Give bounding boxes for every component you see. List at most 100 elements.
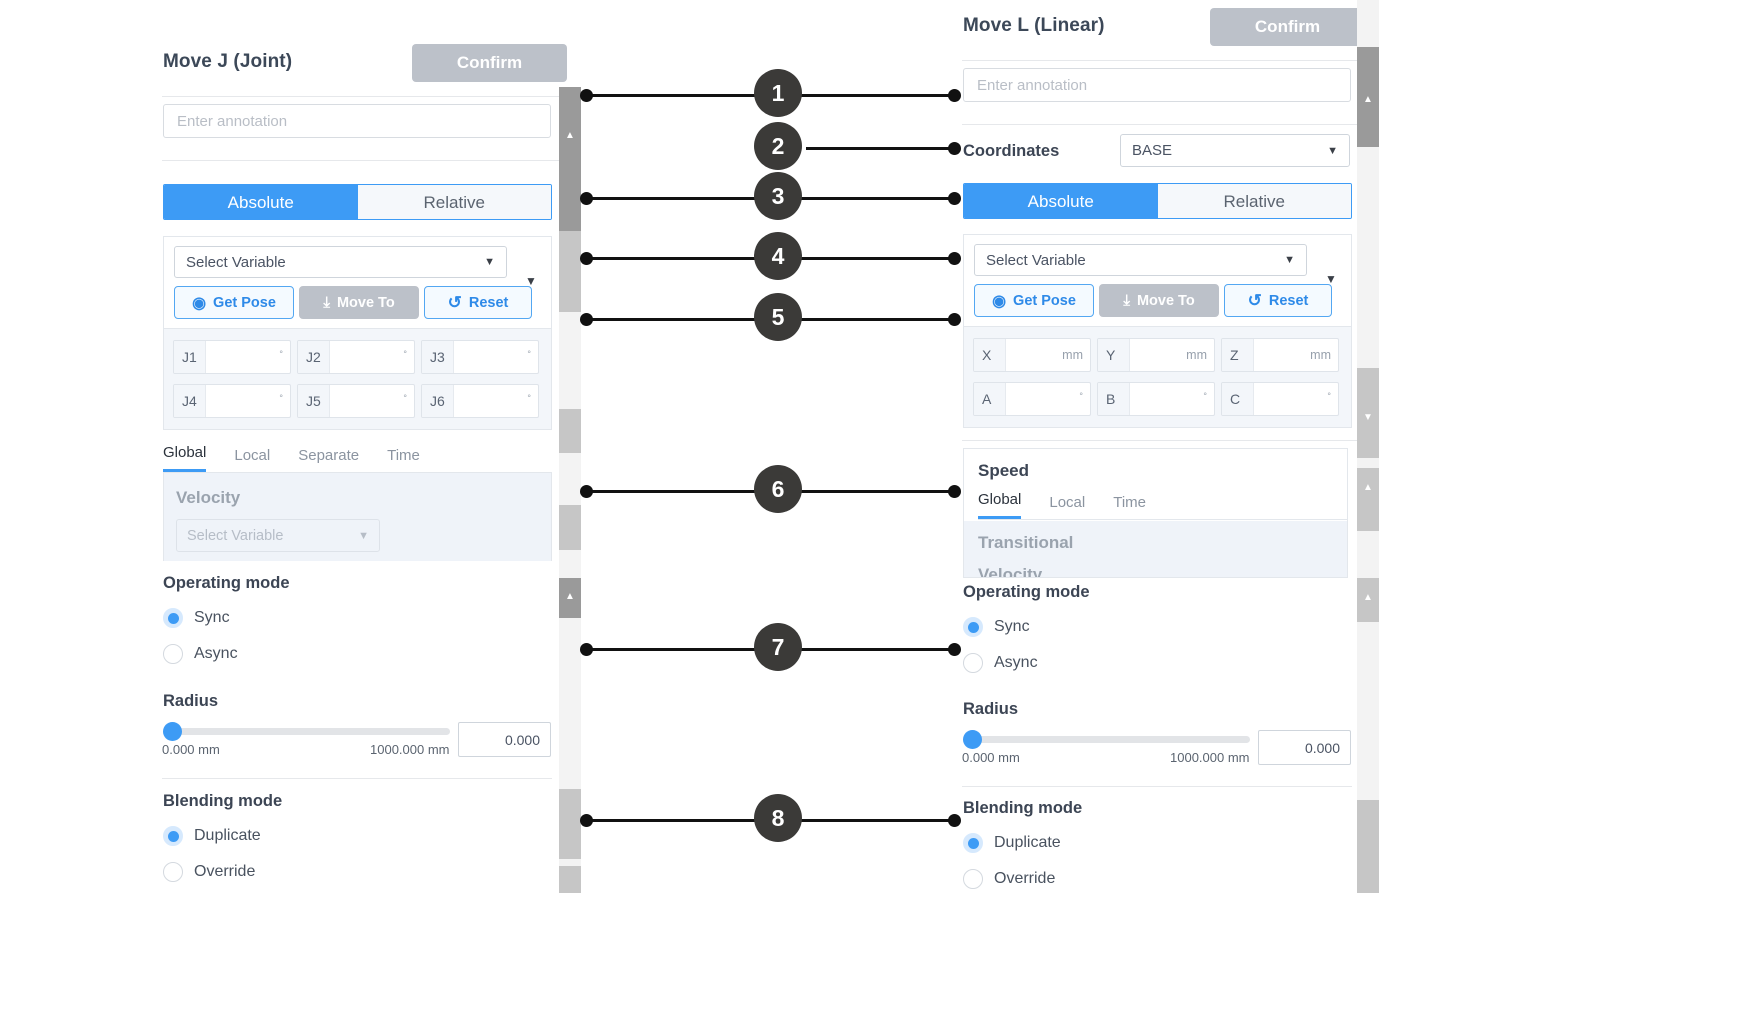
move-l-scrollbar-thumb-a[interactable] xyxy=(1357,468,1379,531)
move-j-scrollbar-thumb-mid[interactable] xyxy=(559,231,581,312)
joint-field-j5-label: J5 xyxy=(298,385,330,417)
joint-field-j2-value[interactable]: ° xyxy=(330,341,414,373)
joint-field-j6-value[interactable]: ° xyxy=(454,385,538,417)
move-l-variable-box: Select Variable ▼ ▼ ◉ Get Pose ⤓ Move To… xyxy=(963,234,1352,327)
tab-time[interactable]: Time xyxy=(1113,494,1146,511)
move-l-radio-async[interactable]: Async xyxy=(963,653,1038,673)
scroll-up-icon-2[interactable]: ▲ xyxy=(565,590,575,602)
radio-async-indicator[interactable] xyxy=(963,653,983,673)
move-l-mode-toggle[interactable]: Absolute Relative xyxy=(963,183,1352,219)
joint-field-j4-value[interactable]: ° xyxy=(206,385,290,417)
velocity-variable-select[interactable]: Select Variable ▼ xyxy=(176,519,380,552)
move-l-get-pose-button[interactable]: ◉ Get Pose xyxy=(974,284,1094,317)
move-l-radio-override[interactable]: Override xyxy=(963,869,1055,889)
pose-field-c-value[interactable]: ° xyxy=(1254,383,1338,415)
radio-duplicate-indicator[interactable] xyxy=(963,833,983,853)
move-l-reset-button[interactable]: ↺ Reset xyxy=(1224,284,1332,317)
move-j-scrollbar-thumb-a[interactable] xyxy=(559,409,581,453)
move-l-variable-select[interactable]: Select Variable ▼ xyxy=(974,244,1307,276)
joint-field-j5[interactable]: J5 ° xyxy=(297,384,415,418)
joint-field-j4[interactable]: J4 ° xyxy=(173,384,291,418)
move-l-scrollbar-thumb-c[interactable] xyxy=(1357,800,1379,893)
radio-sync-indicator[interactable] xyxy=(963,617,983,637)
move-j-scrollbar-thumb-d[interactable] xyxy=(559,789,581,859)
tab-local[interactable]: Local xyxy=(234,447,271,464)
move-j-expand-toggle[interactable]: ▼ xyxy=(525,274,537,288)
move-j-scrollbar-thumb-upper[interactable] xyxy=(559,87,581,231)
move-l-scrollbar-thumb-upper[interactable] xyxy=(1357,47,1379,147)
radio-duplicate-indicator[interactable] xyxy=(163,826,183,846)
joint-field-j3-value[interactable]: ° xyxy=(454,341,538,373)
pose-field-b[interactable]: B ° xyxy=(1097,382,1215,416)
joint-field-j2[interactable]: J2 ° xyxy=(297,340,415,374)
move-l-coordinates-select[interactable]: BASE ▼ xyxy=(1120,134,1350,167)
pose-field-x-label: X xyxy=(974,339,1006,371)
tab-separate[interactable]: Separate xyxy=(298,447,360,464)
joint-field-j6[interactable]: J6 ° xyxy=(421,384,539,418)
move-j-radio-sync[interactable]: Sync xyxy=(163,608,230,628)
move-j-scrollbar-thumb-b[interactable] xyxy=(559,505,581,550)
move-j-radio-duplicate[interactable]: Duplicate xyxy=(163,826,261,846)
move-l-speed-tabs[interactable]: Global Local Time xyxy=(978,490,1347,520)
move-j-radius-value-input[interactable]: 0.000 xyxy=(458,722,551,757)
move-j-speed-tabs[interactable]: Global Local Separate Time xyxy=(163,442,552,473)
pose-field-c[interactable]: C ° xyxy=(1221,382,1339,416)
move-l-radius-slider-track[interactable] xyxy=(963,736,1250,743)
scroll-up-icon[interactable]: ▲ xyxy=(565,129,575,141)
pose-field-a[interactable]: A ° xyxy=(973,382,1091,416)
pose-field-y-label: Y xyxy=(1098,339,1130,371)
move-l-scrollbar-thumb-mid[interactable] xyxy=(1357,368,1379,458)
tab-time[interactable]: Time xyxy=(387,447,420,464)
scroll-down-icon-r[interactable]: ▼ xyxy=(1363,411,1373,423)
radio-override-indicator[interactable] xyxy=(163,862,183,882)
tab-local[interactable]: Local xyxy=(1049,494,1086,511)
move-j-tab-absolute[interactable]: Absolute xyxy=(164,185,358,219)
pose-field-a-value[interactable]: ° xyxy=(1006,383,1090,415)
move-j-mode-toggle[interactable]: Absolute Relative xyxy=(163,184,552,220)
tab-global[interactable]: Global xyxy=(978,490,1022,519)
radio-sync-indicator[interactable] xyxy=(163,608,183,628)
pose-field-z-value[interactable]: mm xyxy=(1254,339,1338,371)
joint-field-j3[interactable]: J3 ° xyxy=(421,340,539,374)
move-j-annotation-input[interactable]: Enter annotation xyxy=(163,104,551,138)
scroll-up-icon-r[interactable]: ▲ xyxy=(1363,93,1373,105)
pose-field-y-value[interactable]: mm xyxy=(1130,339,1214,371)
move-j-radius-slider-knob[interactable] xyxy=(163,722,182,741)
move-j-reset-button[interactable]: ↺ Reset xyxy=(424,286,532,319)
move-j-radius-slider-track[interactable] xyxy=(163,728,450,735)
pose-field-z[interactable]: Z mm xyxy=(1221,338,1339,372)
move-j-scrollbar-thumb-e[interactable] xyxy=(559,866,581,893)
move-l-annotation-input[interactable]: Enter annotation xyxy=(963,68,1351,102)
move-l-radius-slider-knob[interactable] xyxy=(963,730,982,749)
move-j-confirm-button[interactable]: Confirm xyxy=(412,44,567,82)
move-j-scrollbar-thumb-c[interactable] xyxy=(559,578,581,618)
divider-radius-r xyxy=(962,786,1352,787)
move-l-tab-absolute[interactable]: Absolute xyxy=(964,184,1158,218)
move-j-move-to-button[interactable]: ⤓ Move To xyxy=(299,286,419,319)
joint-field-j1[interactable]: J1 ° xyxy=(173,340,291,374)
scroll-up-icon-r2[interactable]: ▲ xyxy=(1363,481,1373,493)
pose-field-x[interactable]: X mm xyxy=(973,338,1091,372)
move-j-variable-select[interactable]: Select Variable ▼ xyxy=(174,246,507,278)
move-l-confirm-button[interactable]: Confirm xyxy=(1210,8,1365,46)
joint-field-j5-value[interactable]: ° xyxy=(330,385,414,417)
joint-field-j1-value[interactable]: ° xyxy=(206,341,290,373)
radio-async-indicator[interactable] xyxy=(163,644,183,664)
tab-global[interactable]: Global xyxy=(163,442,207,472)
move-l-radio-sync[interactable]: Sync xyxy=(963,617,1030,637)
move-j-tab-relative[interactable]: Relative xyxy=(357,185,551,219)
radio-override-indicator[interactable] xyxy=(963,869,983,889)
pose-field-y[interactable]: Y mm xyxy=(1097,338,1215,372)
scroll-up-icon-r3[interactable]: ▲ xyxy=(1363,591,1373,603)
pose-field-x-value[interactable]: mm xyxy=(1006,339,1090,371)
move-j-radio-async[interactable]: Async xyxy=(163,644,238,664)
move-j-radio-override[interactable]: Override xyxy=(163,862,255,882)
move-l-radius-value-input[interactable]: 0.000 xyxy=(1258,730,1351,765)
move-l-expand-toggle[interactable]: ▼ xyxy=(1325,272,1337,286)
move-l-radio-duplicate[interactable]: Duplicate xyxy=(963,833,1061,853)
move-l-scrollbar-thumb-b[interactable] xyxy=(1357,578,1379,622)
move-l-move-to-button[interactable]: ⤓ Move To xyxy=(1099,284,1219,317)
move-j-get-pose-button[interactable]: ◉ Get Pose xyxy=(174,286,294,319)
move-l-tab-relative[interactable]: Relative xyxy=(1157,184,1351,218)
pose-field-b-value[interactable]: ° xyxy=(1130,383,1214,415)
